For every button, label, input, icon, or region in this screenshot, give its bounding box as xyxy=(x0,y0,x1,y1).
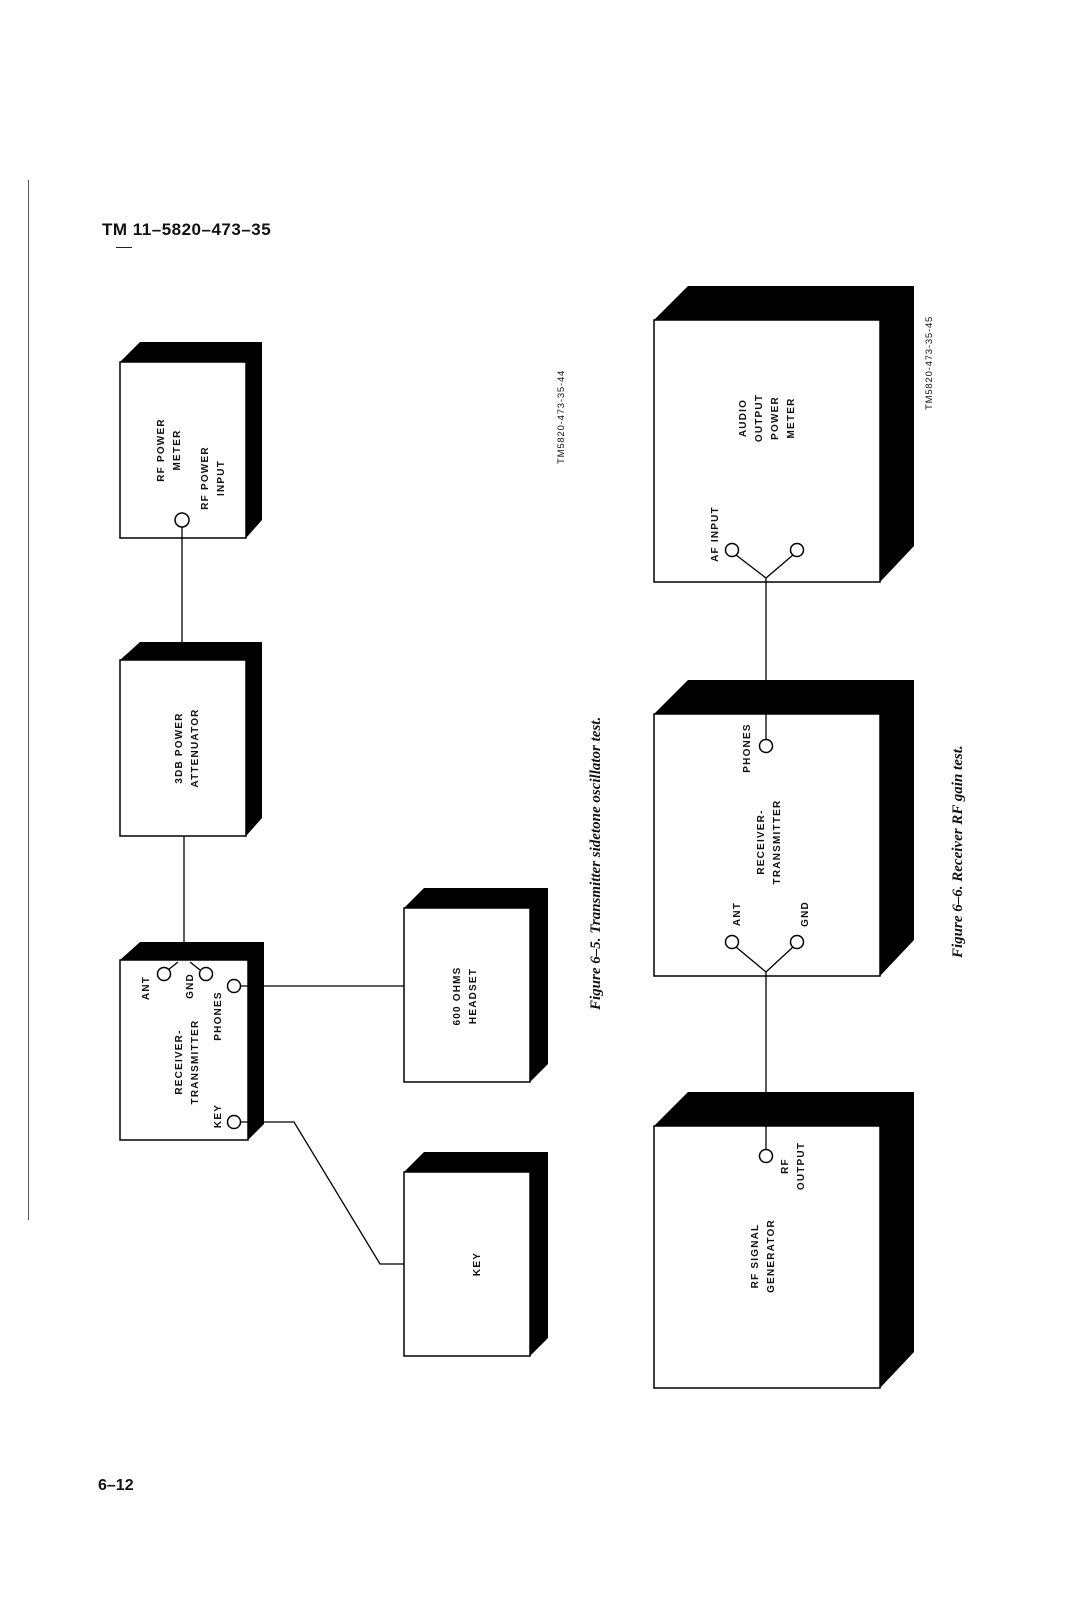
rt5-ant-label: ANT xyxy=(141,976,152,1000)
key-title: KEY xyxy=(472,1252,483,1276)
document-id: TM 11–5820–473–35 xyxy=(102,220,272,239)
rt6-phones-label: PHONES xyxy=(742,723,753,772)
figure-6-6: AUDIO OUTPUT POWER METER AF INPUT RECEIV… xyxy=(653,286,966,1389)
audio-meter-title-2: OUTPUT xyxy=(754,394,765,442)
rt6-gnd-jack xyxy=(789,934,805,950)
rf-power-input-jack xyxy=(174,512,190,528)
af-input-jack-1 xyxy=(724,542,740,558)
rt6-ant-label: ANT xyxy=(732,902,743,926)
figure-6-5: RF POWER METER RF POWER INPUT 3DB POWER … xyxy=(119,342,604,1357)
rt5-key-jack xyxy=(226,1114,242,1130)
audio-meter-title-4: METER xyxy=(786,398,797,439)
attenuator-title-1: 3DB POWER xyxy=(174,712,185,783)
rt5-key-label: KEY xyxy=(213,1104,224,1128)
rt5-phones-jack xyxy=(226,978,242,994)
page-number: 6–12 xyxy=(98,1477,134,1494)
rt6-phones-jack xyxy=(758,738,774,754)
figure-6-6-id: TM5820-473-35-45 xyxy=(924,316,935,410)
rf-output-label-2: OUTPUT xyxy=(796,1142,807,1190)
rt5-phones-label: PHONES xyxy=(213,991,224,1040)
figure-6-6-wiring xyxy=(735,554,794,1149)
rf-power-meter-title-2: METER xyxy=(172,430,183,471)
audio-output-power-meter-block: AUDIO OUTPUT POWER METER AF INPUT xyxy=(653,286,914,583)
rt5-gnd-jack xyxy=(198,966,214,982)
rt6-title-1: RECEIVER- xyxy=(756,809,767,874)
rf-power-input-label-1: RF POWER xyxy=(200,446,211,510)
receiver-transmitter-block-fig5: RECEIVER- TRANSMITTER ANT GND PHONES KEY xyxy=(119,942,264,1141)
rt6-title-2: TRANSMITTER xyxy=(772,800,783,885)
audio-meter-title-1: AUDIO xyxy=(738,399,749,437)
af-input-label: AF INPUT xyxy=(710,506,721,562)
key-block: KEY xyxy=(403,1152,548,1357)
figure-6-5-wiring xyxy=(181,527,404,1265)
figure-6-5-id: TM5820-473-35-44 xyxy=(556,370,567,464)
rt6-ant-jack xyxy=(724,934,740,950)
rf-output-label-1: RF xyxy=(780,1158,791,1174)
rf-generator-title-2: GENERATOR xyxy=(766,1219,777,1293)
af-input-jack-2 xyxy=(789,542,805,558)
headset-block: 600 OHMS HEADSET xyxy=(403,888,548,1083)
rf-generator-title-1: RF SIGNAL xyxy=(750,1224,761,1289)
document-id-underline xyxy=(116,247,132,248)
rf-power-meter-title-1: RF POWER xyxy=(156,418,167,482)
rt6-gnd-label: GND xyxy=(800,901,811,927)
headset-title-1: 600 OHMS xyxy=(452,966,463,1025)
figure-6-6-caption: Figure 6–6. Receiver RF gain test. xyxy=(950,745,966,959)
rf-power-meter-block: RF POWER METER RF POWER INPUT xyxy=(119,342,262,539)
rt5-title-2: TRANSMITTER xyxy=(190,1020,201,1105)
margin-rule xyxy=(28,180,29,1220)
attenuator-block: 3DB POWER ATTENUATOR xyxy=(119,642,262,837)
rt5-title-1: RECEIVER- xyxy=(174,1029,185,1094)
attenuator-title-2: ATTENUATOR xyxy=(190,708,201,787)
audio-meter-title-3: POWER xyxy=(770,396,781,440)
rf-output-jack xyxy=(758,1148,774,1164)
receiver-transmitter-block-fig6: RECEIVER- TRANSMITTER PHONES ANT GND xyxy=(653,680,914,977)
rf-power-input-label-2: INPUT xyxy=(216,460,227,496)
figure-6-5-caption: Figure 6–5. Transmitter sidetone oscilla… xyxy=(588,717,604,1011)
rt5-ant-jack xyxy=(156,966,172,982)
rf-signal-generator-block: RF SIGNAL GENERATOR RF OUTPUT xyxy=(653,1092,914,1389)
rt5-gnd-label: GND xyxy=(185,973,196,999)
headset-title-2: HEADSET xyxy=(468,968,479,1024)
